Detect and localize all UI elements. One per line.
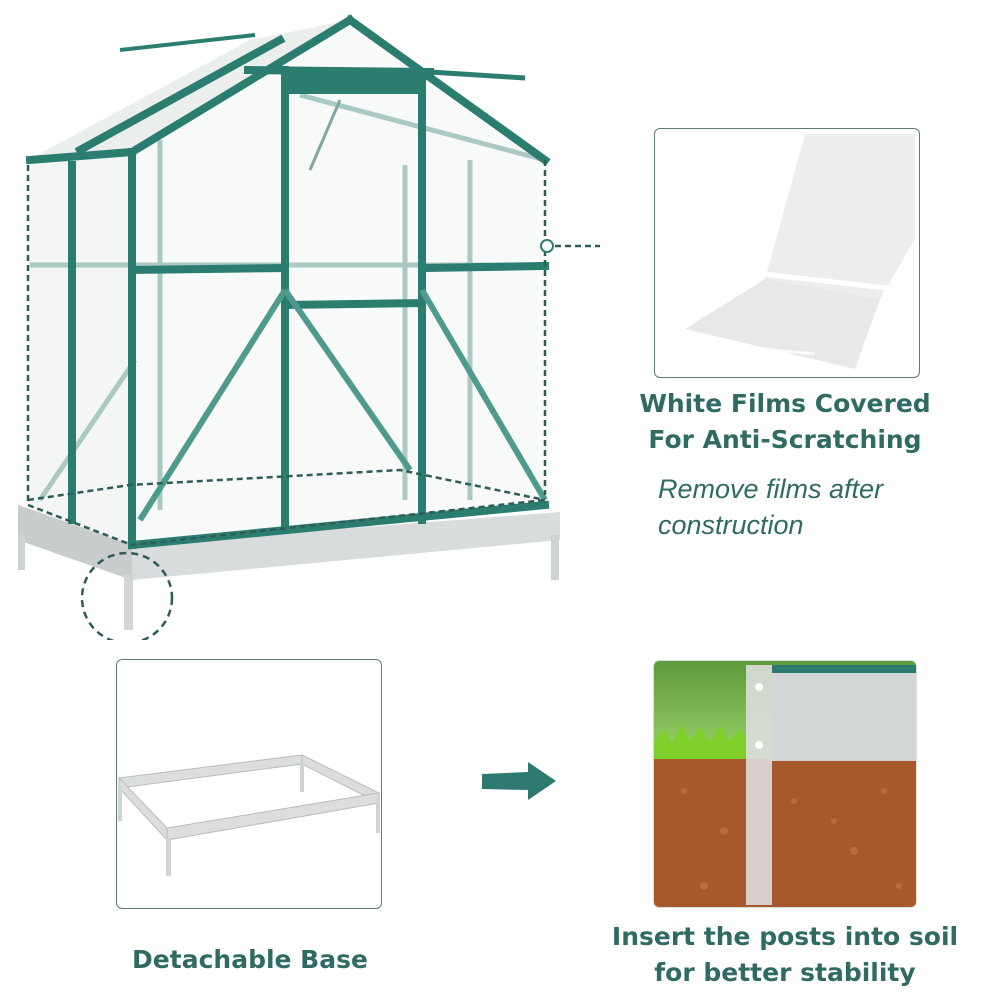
soil-image-panel [653, 660, 917, 908]
protective-film-icon [685, 134, 915, 369]
soil-caption: Insert the posts into soil for better st… [600, 919, 970, 991]
film-image-panel [654, 128, 920, 378]
base-frame-icon [118, 754, 380, 876]
film-title: White Films Covered For Anti-Scratching [630, 386, 940, 458]
film-title-line2: For Anti-Scratching [648, 425, 922, 454]
arrow-right-icon [482, 762, 558, 800]
soil-caption-line1: Insert the posts into soil [611, 922, 959, 951]
greenhouse-illustration [0, 0, 600, 640]
base-caption: Detachable Base [132, 945, 368, 974]
film-note-line1: Remove films after [658, 474, 884, 504]
post-in-soil-icon [654, 661, 916, 907]
film-title-line1: White Films Covered [639, 389, 931, 418]
base-image-panel [116, 659, 382, 909]
film-note: Remove films after construction [658, 471, 958, 543]
greenhouse-icon [18, 14, 600, 640]
film-note-line2: construction [658, 510, 804, 540]
soil-caption-line2: for better stability [654, 958, 916, 987]
